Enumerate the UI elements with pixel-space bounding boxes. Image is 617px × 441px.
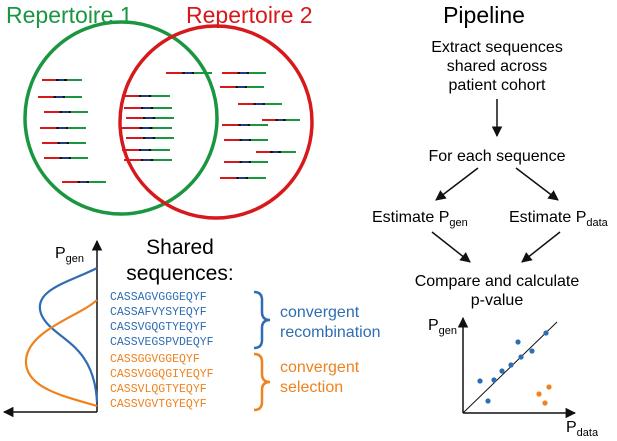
pipeline-step-each: For each sequence [429, 148, 566, 165]
scatter-diagonal [462, 321, 558, 414]
scatter-point-orange [546, 384, 552, 390]
selection-sequence: CASSVGVTGYEQYF [110, 398, 207, 411]
arrow-each-to-pdata [515, 167, 559, 201]
pgen-distribution-inset: Pgen [2, 239, 103, 418]
selection-sequence: CASSVLQGTYEQYF [110, 383, 207, 396]
scatter-point-orange [542, 400, 548, 406]
pipeline: Pipeline Extract sequences shared across… [372, 2, 609, 309]
scatter-point-blue [529, 348, 535, 354]
arrow-each-to-pgen [435, 167, 479, 201]
venn-diagram: Repertoire 1 Repertoire 2 [6, 2, 314, 220]
scatter-point-blue [499, 368, 505, 374]
pipeline-step-compare-line-2: p-value [471, 292, 524, 309]
shared-title-line-2: sequences: [126, 262, 233, 285]
sequence-glyphs [38, 72, 300, 183]
scatter-point-blue [485, 398, 491, 404]
pipeline-step-compare-line-1: Compare and calculate [415, 273, 580, 290]
repertoire-1-label: Repertoire 1 [6, 2, 133, 28]
scatter-point-blue [477, 378, 483, 384]
arrow-pdata-to-compare [521, 231, 561, 263]
recombination-sequence: CASSVEGSPVDEQYF [110, 336, 214, 349]
repertoire-2-circle [118, 24, 314, 220]
scatter-inset: Pgen Pdata [428, 316, 599, 439]
pipeline-step-estimate-pgen: Estimate Pgen [372, 209, 468, 229]
recombination-brace [253, 290, 271, 350]
selection-brace [253, 352, 271, 412]
scatter-point-blue [508, 362, 514, 368]
repertoire-2-label: Repertoire 2 [186, 2, 313, 28]
recombination-sequence: CASSAGVGGGEQYF [110, 291, 207, 304]
pipeline-title: Pipeline [443, 2, 525, 28]
scatter-point-orange [536, 391, 542, 397]
scatter-point-blue [515, 339, 521, 345]
pgen-axis-label: Pgen [55, 245, 84, 265]
recombination-distribution-curve [38, 267, 99, 403]
scatter-point-blue [491, 377, 497, 383]
pipeline-step-estimate-pdata: Estimate Pdata [509, 209, 609, 229]
arrow-pgen-to-compare [431, 231, 471, 263]
shared-sequences: Shared sequences: CASSAGVGGGEQYF CASSAFV… [110, 236, 381, 412]
recombination-label-line-2: recombination [280, 324, 381, 341]
pipeline-step-extract-line-1: Extract sequences [431, 39, 563, 56]
selection-sequence: CASSGGVGGEQYF [110, 353, 200, 366]
selection-label-line-1: convergent [280, 359, 360, 376]
recombination-label-line-1: convergent [280, 304, 360, 321]
scatter-y-label: Pgen [428, 317, 457, 337]
selection-sequence: CASSVGGQGIYEQYF [110, 368, 214, 381]
shared-title-line-1: Shared [146, 236, 214, 259]
scatter-point-blue [543, 330, 549, 336]
scatter-x-label: Pdata [566, 419, 599, 439]
selection-label-line-2: selection [280, 379, 343, 396]
pipeline-step-extract-line-2: shared across [447, 58, 548, 75]
recombination-sequence: CASSVGQGTYEQYF [110, 321, 207, 334]
recombination-sequence: CASSAFVYSYEQYF [110, 306, 207, 319]
selection-distribution-curve [24, 299, 98, 408]
repertoire-1-circle [23, 20, 219, 216]
pipeline-step-extract-line-3: patient cohort [449, 77, 547, 94]
scatter-point-blue [518, 354, 524, 360]
